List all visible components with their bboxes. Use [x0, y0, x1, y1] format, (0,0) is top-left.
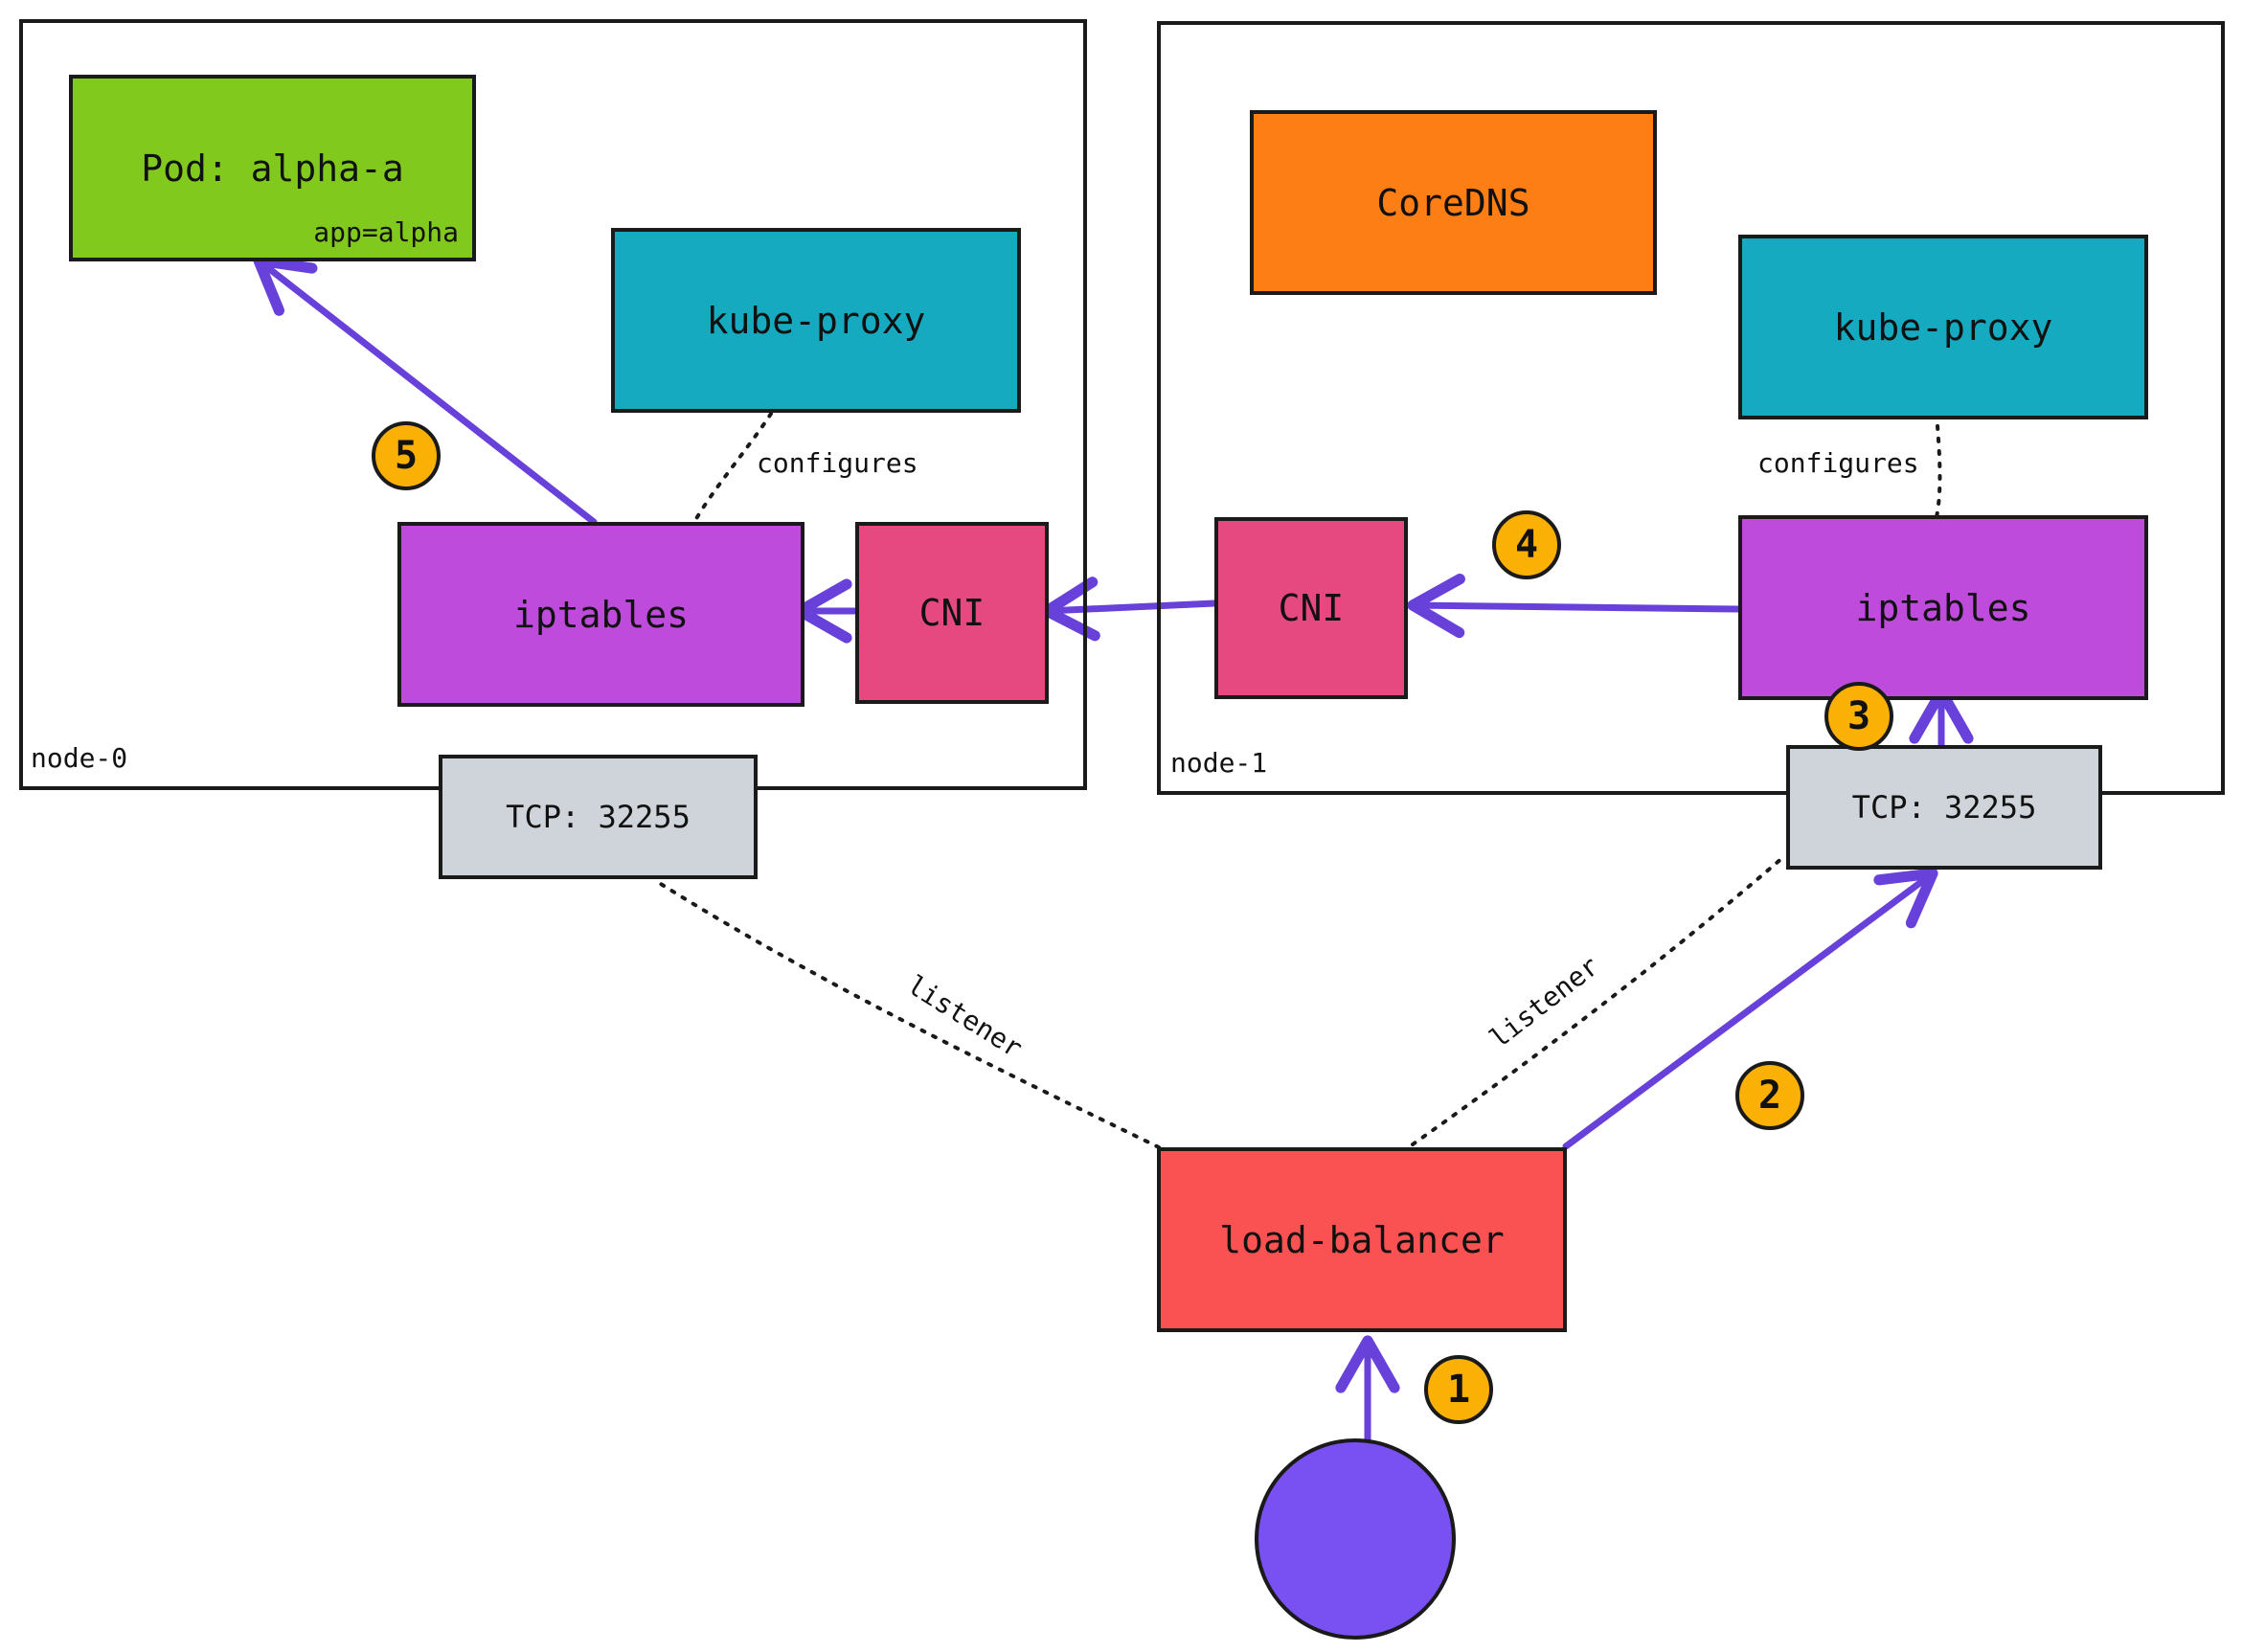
step-badge-4: 4 — [1492, 510, 1561, 579]
client-circle — [1255, 1438, 1456, 1640]
arrow-step-4 — [1407, 573, 1742, 639]
tcp-port-node-1: TCP: 32255 — [1786, 745, 2102, 870]
cni-node-0: CNI — [855, 522, 1049, 704]
load-balancer: load-balancer — [1157, 1147, 1567, 1332]
cni-node-1: CNI — [1214, 517, 1408, 699]
pod-alpha-a: Pod: alpha-a app=alpha — [69, 75, 476, 261]
pod-selector-label: app=alpha — [313, 216, 459, 248]
configures-connector-node-1 — [1935, 412, 1942, 519]
tcp-port-node-0: TCP: 32255 — [439, 755, 758, 879]
iptables-node-1: iptables — [1738, 515, 2148, 700]
node-1-label: node-1 — [1170, 747, 1268, 779]
arrow-step-5 — [253, 255, 598, 526]
listener-connector-node-0 — [651, 877, 1161, 1149]
listener-connector-node-1 — [1411, 855, 1785, 1146]
node-1-frame — [1157, 21, 2225, 795]
kube-proxy-node-0: kube-proxy — [611, 228, 1021, 413]
configures-label-node-1: configures — [1757, 447, 1919, 479]
arrow-step-2 — [1562, 868, 1938, 1150]
node-0-label: node-0 — [31, 742, 128, 774]
step-badge-2: 2 — [1735, 1061, 1804, 1130]
kube-proxy-node-1: kube-proxy — [1738, 235, 2148, 419]
step-badge-1: 1 — [1424, 1355, 1493, 1424]
configures-connector-node-0 — [692, 412, 773, 524]
iptables-node-0: iptables — [397, 522, 804, 707]
pod-title: Pod: alpha-a — [141, 147, 404, 190]
step-badge-5: 5 — [372, 421, 441, 490]
coredns: CoreDNS — [1250, 110, 1657, 295]
arrow-cni-to-cni — [1041, 577, 1218, 642]
step-badge-3: 3 — [1824, 682, 1893, 751]
configures-label-node-0: configures — [757, 447, 918, 479]
